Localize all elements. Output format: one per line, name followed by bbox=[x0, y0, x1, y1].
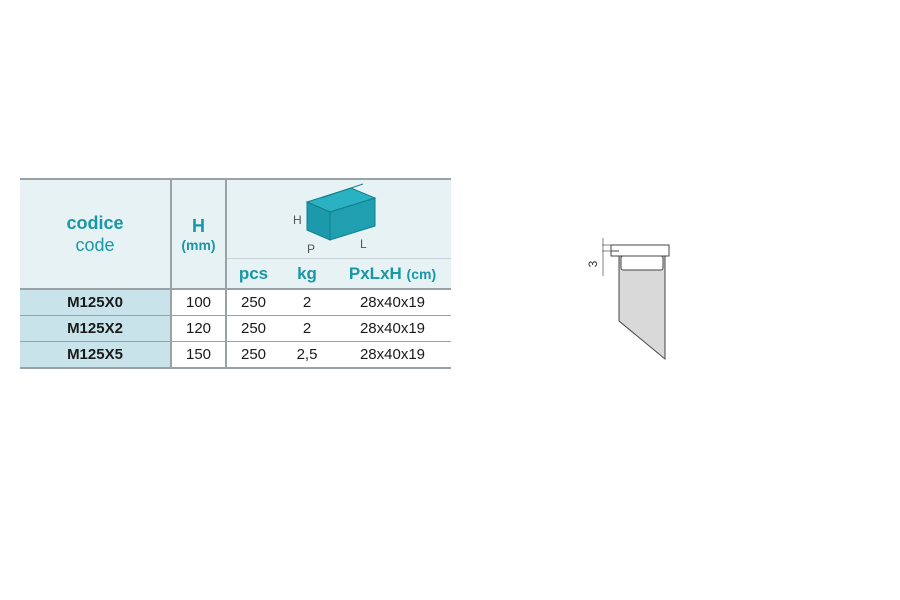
profile-cap-inner bbox=[620, 255, 664, 271]
code-header-label: codice bbox=[66, 213, 124, 233]
row-kg: 2 bbox=[280, 288, 334, 316]
kg-header: kg bbox=[280, 258, 334, 289]
carton-header: H P L bbox=[224, 178, 452, 259]
carton-box-label-p: P bbox=[307, 242, 315, 256]
carton-box-side bbox=[329, 197, 376, 241]
row-kg: 2 bbox=[280, 315, 334, 342]
pcs-header: pcs bbox=[225, 258, 280, 289]
table-row: M125X2 120 250 2 28x40x19 bbox=[20, 315, 452, 342]
row-code: M125X0 bbox=[20, 288, 171, 316]
profile-drawing: 3 bbox=[586, 238, 670, 361]
height-header-unit: (mm) bbox=[181, 236, 216, 253]
row-height: 100 bbox=[170, 288, 226, 316]
row-dims: 28x40x19 bbox=[334, 315, 452, 342]
row-height: 150 bbox=[170, 341, 226, 369]
row-kg: 2,5 bbox=[280, 341, 334, 369]
row-dims: 28x40x19 bbox=[334, 341, 452, 369]
code-header-label-en: code bbox=[75, 235, 115, 255]
profile-cap bbox=[610, 244, 670, 257]
table-row: M125X5 150 250 2,5 28x40x19 bbox=[20, 341, 452, 369]
row-height: 120 bbox=[170, 315, 226, 342]
row-code: M125X5 bbox=[20, 341, 171, 369]
carton-box-icon: H P L bbox=[293, 183, 377, 256]
dims-header: PxLxH (cm) bbox=[334, 258, 452, 289]
height-header: H (mm) bbox=[170, 178, 226, 289]
dimension-label: 3 bbox=[586, 260, 600, 267]
carton-box-label-l: L bbox=[360, 237, 367, 251]
height-header-label: H bbox=[192, 215, 205, 236]
row-pcs: 250 bbox=[225, 315, 280, 342]
code-header: codice code bbox=[20, 178, 171, 289]
spec-table: codice code H (mm) H P L pcs kg PxLxH (c… bbox=[20, 178, 452, 369]
dims-header-unit: (cm) bbox=[406, 265, 437, 282]
row-dims: 28x40x19 bbox=[334, 288, 452, 316]
carton-box-label-h: H bbox=[293, 213, 302, 227]
row-pcs: 250 bbox=[225, 288, 280, 316]
row-pcs: 250 bbox=[225, 341, 280, 369]
dims-header-label: PxLxH bbox=[348, 263, 402, 283]
row-code: M125X2 bbox=[20, 315, 171, 342]
profile-blade bbox=[618, 255, 666, 361]
carton-box-flap-line bbox=[320, 183, 364, 199]
table-row: M125X0 100 250 2 28x40x19 bbox=[20, 288, 452, 316]
